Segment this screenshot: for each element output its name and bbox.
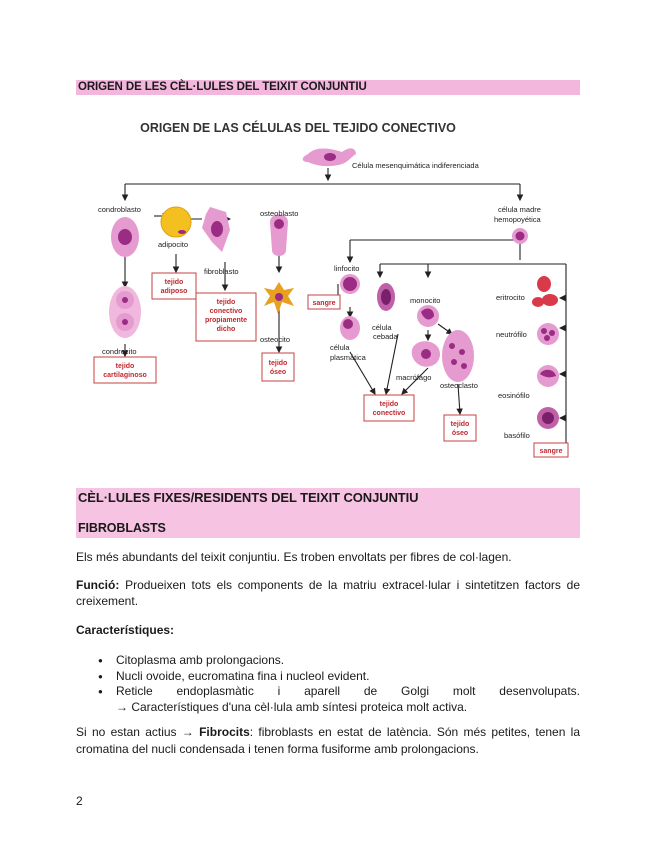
cell-origin-diagram: ORIGEN DE LAS CÉLULAS DEL TEJIDO CONECTI… [93,120,569,458]
label-celula-plasmatica-2: plasmática [330,353,367,362]
funcio-line-2: creixement. [76,594,139,608]
list-item: Reticle endoplasmàtic i aparell de Golgi… [76,684,580,715]
label-celula-cebada-2: cebada [373,332,398,341]
box-sangre-1-frame [307,294,341,310]
label-macrofago: macrófago [396,373,431,382]
intro-paragraph: Els més abundants del teixit conjuntiu. … [76,550,512,564]
list-item: Nucli ovoide, eucromatina fina i nucleol… [76,669,580,685]
osteoblast-image [270,214,288,256]
osteoclast-image [442,330,474,382]
mast-cell-image [377,283,395,311]
chondroblast-image [111,217,139,257]
label-condroblasto: condroblasto [98,205,141,214]
label-osteoclasto: osteoclasto [440,381,478,390]
label-fibroblasto: fibroblasto [204,267,239,276]
box-tejido-oseo-2-frame [443,414,477,442]
box-tejido-oseo-2-l1: tejido [451,421,470,428]
box-tejido-adiposo-frame [151,272,197,300]
list-item: Citoplasma amb prolongacions. [76,653,580,669]
box-tejido-conectivo-l1: tejido [217,299,236,306]
box-tejido-conectivo-l2: conectivo [210,308,243,315]
box-tejido-adiposo-l1: tejido [165,279,184,286]
fibrocits-line-1: Si no estan actius → Fibrocits: fibrobla… [76,724,580,741]
label-eosinofilo: eosinófilo [498,391,530,400]
label-eritrocito: eritrocito [496,293,525,302]
label-hemopoyetica: hemopoyética [494,215,542,224]
box-tejido-oseo-1-l1: tejido [269,360,288,367]
fibroblast-image [202,207,230,252]
box-tejido-oseo-1-l2: óseo [270,369,286,376]
bullet-3-line-1: Reticle endoplasmàtic i aparell de Golgi… [116,684,580,698]
box-tejido-oseo-2-l2: óseo [452,430,468,437]
fibrocits-label: Fibrocits [199,725,250,739]
label-adipocito: adipocito [158,240,188,249]
osteocyte-image [264,282,294,314]
fibrocits-prefix: Si no estan actius → [76,725,200,739]
subheading-fibroblasts-text: FIBROBLASTS [78,521,166,535]
caracteristiques-label: Característiques: [76,623,175,637]
box-tejido-adiposo-l2: adiposo [161,288,188,295]
chondrocyte-image [109,286,141,338]
box-sangre-2-frame [533,442,569,458]
fibrocits-text-1: : fibroblasts en estat de latència. Són … [249,725,581,739]
funcio-line-1: Funció: Produeixen tots els components d… [76,577,580,594]
section-heading-origin: ORIGEN DE LES CÈL·LULES DEL TEIXIT CONJU… [76,80,580,95]
box-tejido-conectivo-l4: dicho [217,326,236,333]
label-condrocito: condrocito [102,347,137,356]
box-tejido-conectivo-frame [195,292,257,342]
hematopoietic-stem-cell-image [512,228,528,244]
box-tejido-conectivo-2-frame [363,394,415,422]
label-celula-cebada-1: célula [372,323,392,332]
mesenchymal-cell-image [302,148,356,167]
box-tejido-conectivo-l3: propiamente [205,317,247,324]
adipocyte-image [160,206,192,238]
monocyte-image [417,305,439,327]
label-celula-madre: célula madre [498,205,541,214]
basophil-image [537,407,559,429]
subheading-fibroblasts: FIBROBLASTS [76,518,580,538]
neutrophil-image [537,323,559,345]
funcio-label: Funció: [76,578,120,592]
lymphocyte-image [340,274,360,294]
label-celula-plasmatica-1: célula [330,343,350,352]
label-basofilo: basófilo [504,431,530,440]
label-monocito: monocito [410,296,440,305]
eosinophil-image [537,365,559,387]
funcio-text-1: Produeixen tots els components de la mat… [119,578,580,592]
box-tejido-conectivo-2-l2: conectivo [373,410,406,417]
section-heading-fixed-cells-text: CÈL·LULES FIXES/RESIDENTS DEL TEIXIT CON… [78,490,419,505]
characteristics-list: Citoplasma amb prolongacions. Nucli ovoi… [76,653,580,715]
label-osteoblasto: osteoblasto [260,209,298,218]
bullet-3-line-2: → Característiques d'una cèl·lula amb sí… [116,699,468,714]
box-tejido-conectivo-2-l1: tejido [380,401,399,408]
fibrocits-line-2: cromatina del nucli condensada i tenen f… [76,742,479,756]
box-tejido-oseo-1-frame [261,352,295,382]
box-sangre-2: sangre [540,448,563,455]
label-neutrofilo: neutrófilo [496,330,527,339]
macrophage-image [411,341,440,367]
box-tejido-cartilaginoso-l1: tejido [116,363,135,370]
box-tejido-cartilaginoso-frame [93,356,157,384]
box-sangre-1: sangre [313,300,336,307]
plasma-cell-image [340,316,360,340]
box-tejido-cartilaginoso-l2: cartilaginoso [103,372,147,379]
erythrocyte-image [532,276,558,307]
label-mesenchymal: Célula mesenquimática indiferenciada [352,161,480,170]
page-number: 2 [76,794,83,808]
diagram-title: ORIGEN DE LAS CÉLULAS DEL TEJIDO CONECTI… [140,120,456,135]
label-linfocito: linfocito [334,264,359,273]
label-osteocito: osteocito [260,335,290,344]
section-heading-fixed-cells: CÈL·LULES FIXES/RESIDENTS DEL TEIXIT CON… [76,488,580,518]
